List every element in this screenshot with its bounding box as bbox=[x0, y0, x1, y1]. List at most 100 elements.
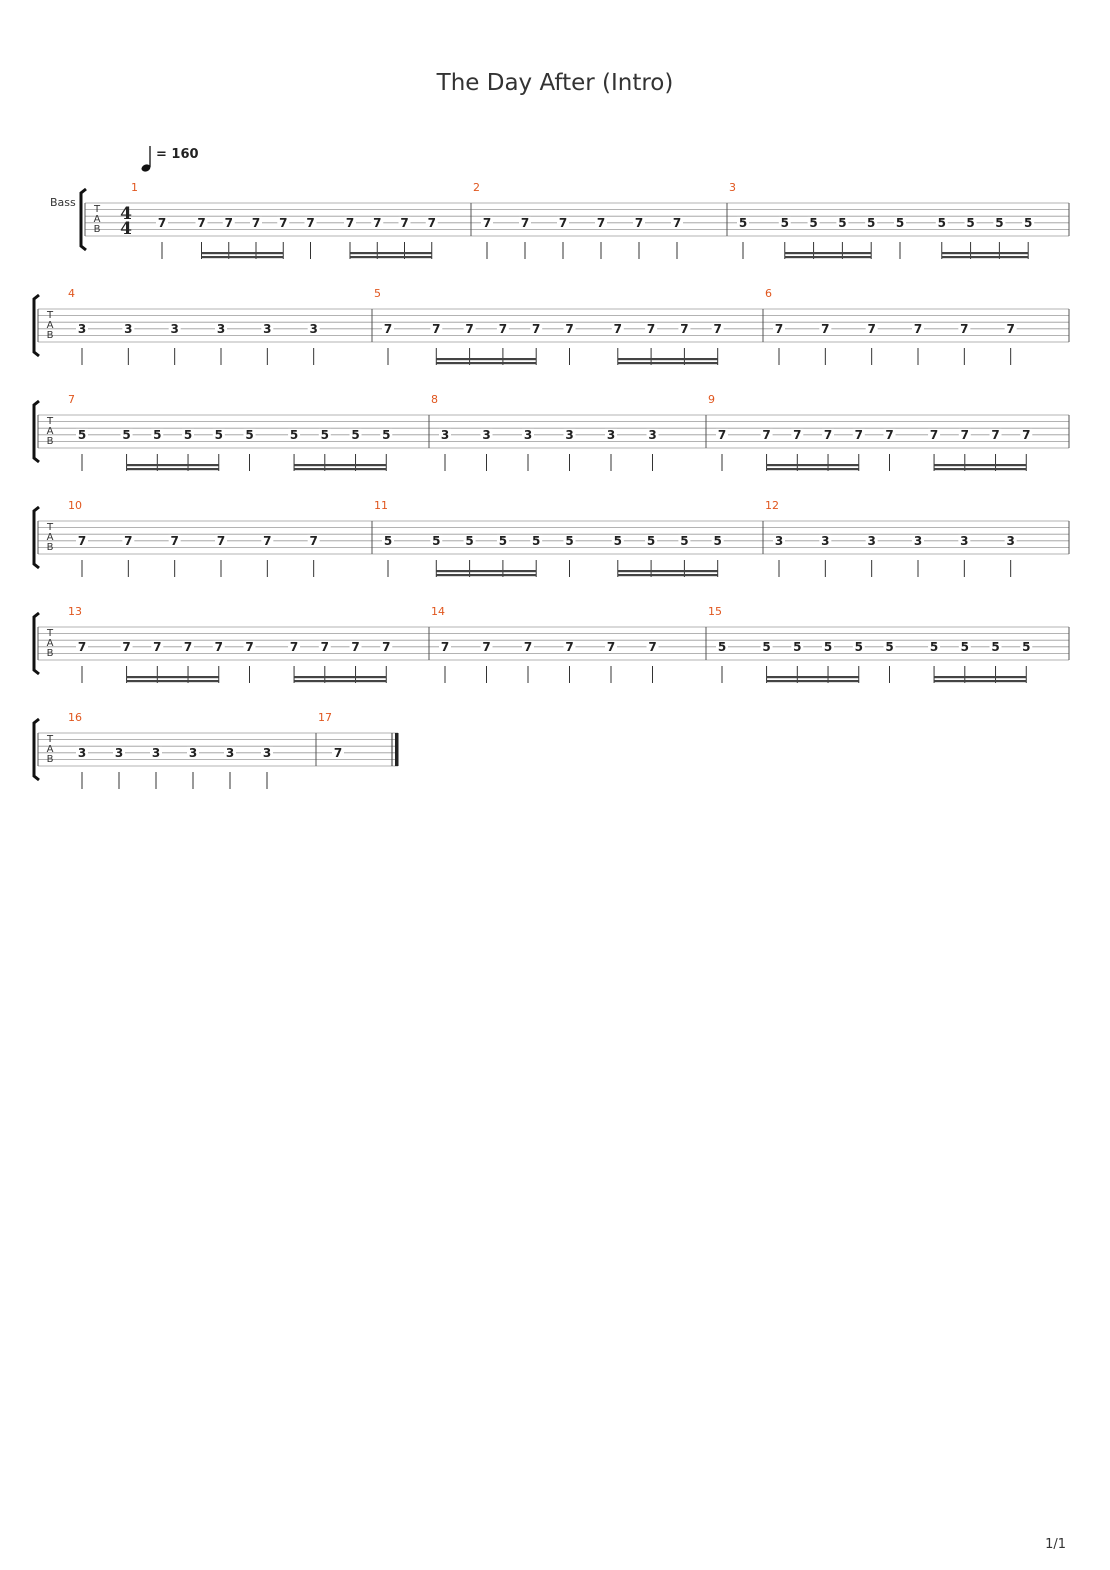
fret-mask bbox=[318, 640, 331, 653]
fret-number: 7 bbox=[524, 640, 532, 654]
measure-number: 1 bbox=[131, 181, 138, 194]
fret-number: 7 bbox=[122, 640, 130, 654]
tab-clef-letter: A bbox=[47, 426, 54, 437]
fret-number: 7 bbox=[482, 640, 490, 654]
sixteenth-beam bbox=[784, 252, 872, 255]
fret-number: 3 bbox=[775, 534, 783, 548]
fret-number: 7 bbox=[648, 640, 656, 654]
fret-mask bbox=[865, 322, 878, 335]
fret-number: 3 bbox=[263, 322, 271, 336]
fret-number: 7 bbox=[170, 534, 178, 548]
fret-number: 7 bbox=[991, 428, 999, 442]
fret-number: 5 bbox=[680, 534, 688, 548]
measure-number: 3 bbox=[729, 181, 736, 194]
fret-mask bbox=[530, 534, 543, 547]
fret-number: 5 bbox=[762, 640, 770, 654]
sixteenth-beam bbox=[934, 464, 1027, 467]
fret-number: 7 bbox=[252, 216, 260, 230]
fret-mask bbox=[912, 534, 924, 547]
fret-number: 3 bbox=[170, 322, 178, 336]
fret-number: 5 bbox=[321, 428, 329, 442]
fret-number: 7 bbox=[559, 216, 567, 230]
fret-number: 7 bbox=[680, 322, 688, 336]
fret-number: 5 bbox=[739, 216, 747, 230]
fret-number: 3 bbox=[482, 428, 490, 442]
fret-number: 7 bbox=[960, 322, 968, 336]
tab-clef-letter: T bbox=[46, 310, 54, 321]
fret-number: 5 bbox=[995, 216, 1003, 230]
fret-mask bbox=[807, 216, 820, 229]
tab-clef-letter: B bbox=[47, 330, 54, 341]
fret-number: 5 bbox=[966, 216, 974, 230]
fret-number: 3 bbox=[960, 534, 968, 548]
fret-mask bbox=[122, 534, 135, 547]
fret-mask bbox=[76, 534, 88, 547]
fret-mask bbox=[883, 428, 896, 441]
fret-number: 7 bbox=[824, 428, 832, 442]
fret-number: 5 bbox=[245, 428, 253, 442]
sixteenth-beam bbox=[766, 464, 859, 467]
fret-mask bbox=[563, 428, 576, 441]
fret-mask bbox=[304, 216, 317, 229]
sixteenth-beam bbox=[126, 468, 219, 471]
fret-number: 3 bbox=[914, 534, 922, 548]
fret-number: 7 bbox=[1022, 428, 1030, 442]
fret-mask bbox=[187, 746, 199, 759]
fret-mask bbox=[168, 322, 181, 335]
fret-mask bbox=[496, 534, 509, 547]
fret-mask bbox=[222, 216, 235, 229]
fret-number: 3 bbox=[78, 746, 86, 760]
staff-bracket bbox=[32, 293, 40, 358]
fret-mask bbox=[989, 428, 1002, 441]
fret-number: 7 bbox=[225, 216, 233, 230]
fret-number: 7 bbox=[565, 322, 573, 336]
fret-mask bbox=[261, 534, 274, 547]
fret-number: 5 bbox=[793, 640, 801, 654]
fret-number: 5 bbox=[867, 216, 875, 230]
fret-number: 5 bbox=[855, 640, 863, 654]
fret-number: 7 bbox=[441, 640, 449, 654]
fret-number: 5 bbox=[290, 428, 298, 442]
fret-number: 3 bbox=[189, 746, 197, 760]
fret-number: 7 bbox=[153, 640, 161, 654]
fret-mask bbox=[439, 428, 451, 441]
sixteenth-beam bbox=[350, 256, 432, 259]
fret-mask bbox=[822, 640, 835, 653]
fret-mask bbox=[463, 534, 476, 547]
fret-mask bbox=[836, 216, 849, 229]
fret-number: 5 bbox=[215, 428, 223, 442]
measure-number: 16 bbox=[68, 711, 82, 724]
sixteenth-beam bbox=[934, 680, 1027, 683]
fret-number: 3 bbox=[263, 746, 271, 760]
fret-mask bbox=[307, 534, 320, 547]
measure-number: 10 bbox=[68, 499, 82, 512]
fret-number: 3 bbox=[152, 746, 160, 760]
fret-mask bbox=[678, 322, 691, 335]
fret-number: 5 bbox=[532, 534, 540, 548]
fret-mask bbox=[243, 640, 256, 653]
sixteenth-beam bbox=[766, 676, 859, 679]
sixteenth-beam bbox=[350, 252, 432, 255]
fret-mask bbox=[819, 322, 832, 335]
sixteenth-beam bbox=[934, 468, 1027, 471]
tempo-marking: = 160 bbox=[156, 147, 199, 162]
fret-number: 5 bbox=[432, 534, 440, 548]
fret-mask bbox=[480, 640, 493, 653]
fret-number: 7 bbox=[306, 216, 314, 230]
fret-number: 3 bbox=[1006, 534, 1014, 548]
fret-number: 7 bbox=[432, 322, 440, 336]
sixteenth-beam bbox=[294, 680, 387, 683]
fret-mask bbox=[522, 428, 534, 441]
fret-number: 5 bbox=[938, 216, 946, 230]
fret-mask bbox=[958, 534, 971, 547]
measure-number: 9 bbox=[708, 393, 715, 406]
measure-number: 13 bbox=[68, 605, 82, 618]
fret-mask bbox=[182, 640, 195, 653]
fret-mask bbox=[852, 640, 865, 653]
fret-mask bbox=[349, 428, 362, 441]
fret-number: 5 bbox=[184, 428, 192, 442]
fret-mask bbox=[425, 216, 438, 229]
sixteenth-beam bbox=[294, 464, 387, 467]
fret-number: 5 bbox=[838, 216, 846, 230]
tab-clef-letter: A bbox=[47, 638, 54, 649]
